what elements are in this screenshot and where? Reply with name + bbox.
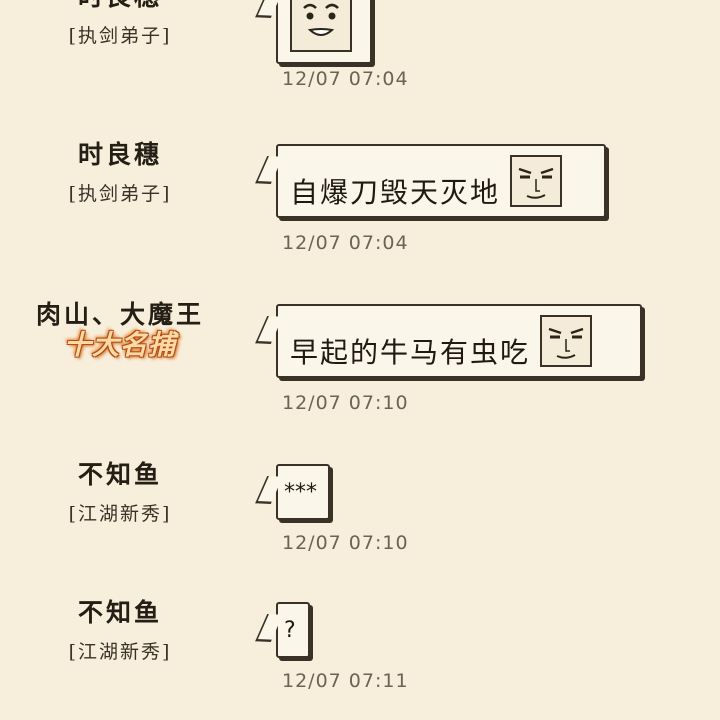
message-bubble[interactable]: 早起的牛马有虫吃	[276, 304, 642, 378]
sender-title: [江湖新秀]	[68, 503, 172, 525]
message-bubble[interactable]	[276, 0, 372, 64]
sender-name[interactable]: 不知鱼	[77, 460, 162, 489]
message-text: 早起的牛马有虫吃	[290, 336, 531, 369]
message-text: 自爆刀毁天灭地	[290, 176, 501, 209]
sender-name[interactable]: 肉山、大魔王	[35, 300, 204, 329]
message-bubble[interactable]: ?	[276, 602, 310, 658]
message-timestamp: 12/07 07:04	[282, 232, 409, 254]
surprised-face-icon[interactable]	[290, 0, 352, 52]
chat-message: 肉山、大魔王 十大名捕 早起的牛马有虫吃 12/07 07:10	[0, 298, 720, 428]
chat-message: 不知鱼 [江湖新秀] ? 12/07 07:11	[0, 596, 720, 706]
sender-title-badge: 十大名捕	[64, 330, 176, 361]
sender-name[interactable]: 时良穗	[0, 0, 240, 12]
message-sender: 肉山、大魔王 十大名捕	[0, 300, 240, 361]
sender-title: [执剑弟子]	[68, 183, 172, 205]
message-timestamp: 12/07 07:10	[282, 532, 409, 554]
chat-message: 时良穗 [执剑弟子] 自爆刀毁天灭地 12/07 07:04	[0, 138, 720, 258]
sender-name[interactable]: 时良穗	[77, 140, 162, 169]
smug-face-icon[interactable]	[510, 155, 563, 207]
sender-title: [执剑弟子]	[68, 25, 172, 47]
message-timestamp: 12/07 07:11	[282, 670, 409, 692]
message-bubble[interactable]: ***	[276, 464, 330, 520]
chat-message: 时良穗 [执剑弟子] 12/07 07:04	[0, 0, 720, 112]
message-timestamp: 12/07 07:10	[282, 392, 409, 414]
message-text: ***	[284, 479, 317, 505]
message-sender: 不知鱼 [江湖新秀]	[0, 460, 240, 526]
message-text: ?	[284, 617, 296, 643]
chat-message: 不知鱼 [江湖新秀] *** 12/07 07:10	[0, 458, 720, 568]
message-sender: 不知鱼 [江湖新秀]	[0, 598, 240, 664]
message-bubble[interactable]: 自爆刀毁天灭地	[276, 144, 606, 218]
sender-title: [江湖新秀]	[68, 641, 172, 663]
smug-face-icon[interactable]	[540, 315, 593, 367]
sender-name[interactable]: 不知鱼	[77, 598, 162, 627]
message-sender: 时良穗 [执剑弟子]	[0, 0, 240, 48]
message-sender: 时良穗 [执剑弟子]	[0, 140, 240, 206]
message-timestamp: 12/07 07:04	[282, 68, 409, 90]
